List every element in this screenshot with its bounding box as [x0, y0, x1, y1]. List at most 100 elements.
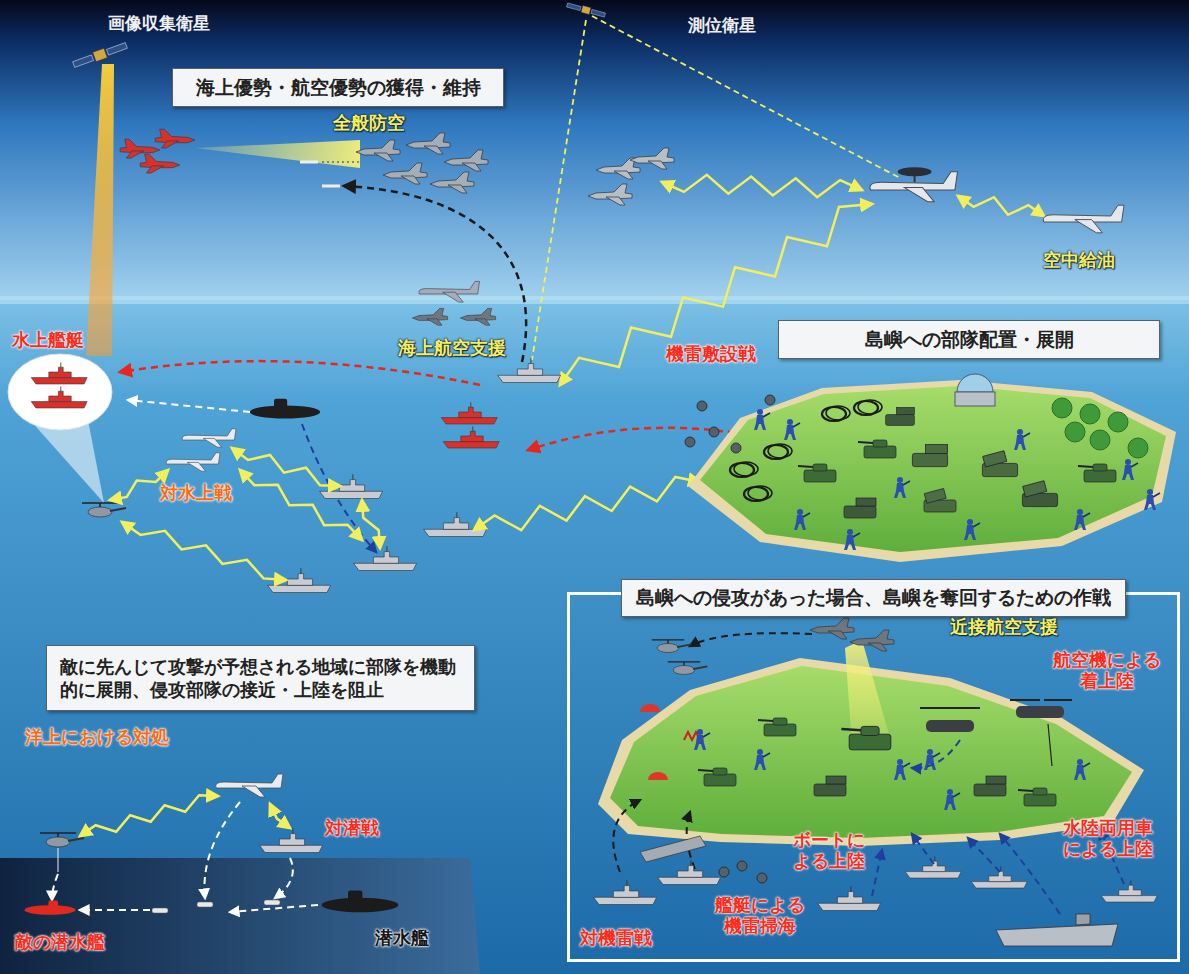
patrol-plane — [216, 774, 283, 797]
sensor-cone — [30, 420, 104, 503]
ship-mast — [1130, 880, 1131, 885]
callout-label: 水上艦艇 — [12, 330, 84, 351]
tree — [1080, 404, 1100, 424]
tank-gun — [1078, 466, 1093, 467]
soldier-head — [847, 529, 853, 535]
imaging-beam — [86, 64, 114, 356]
fighter-jet — [850, 630, 894, 651]
dashed-arrow — [912, 740, 960, 768]
soldier-body — [924, 755, 936, 770]
ship-superstructure — [613, 886, 638, 898]
missile — [322, 185, 340, 188]
soldier-rifle — [763, 753, 770, 757]
torpedo — [152, 908, 168, 913]
dashed-arrow — [128, 400, 250, 412]
soldier-head — [1125, 459, 1131, 465]
plane-wing — [242, 786, 265, 797]
sea-mine — [737, 861, 747, 871]
ship-hull — [996, 924, 1118, 946]
transport-helicopter — [1010, 700, 1072, 718]
vehicle-cab — [826, 776, 846, 784]
ship-mast — [850, 886, 851, 891]
engagement-cone — [195, 140, 360, 168]
soldier-head — [1077, 509, 1083, 515]
radar-building — [955, 392, 995, 406]
positioning-signal — [592, 16, 900, 178]
fighter-jet — [412, 308, 447, 325]
vehicle-hull — [764, 724, 796, 736]
vehicle-hull — [1024, 794, 1056, 806]
patrol-plane — [182, 429, 236, 447]
soldier-body — [784, 425, 796, 440]
truck — [814, 776, 846, 796]
datalink-zigzag — [110, 470, 168, 500]
heli-body — [657, 644, 679, 653]
dashed-arrow — [230, 904, 330, 912]
vehicle-hull — [844, 506, 876, 518]
ship-mast — [352, 474, 353, 479]
patrol-plane — [1043, 205, 1124, 233]
datalink-zigzag — [958, 196, 1044, 216]
tank-gun — [698, 770, 713, 771]
callout-label: 艦艇による機雷掃海 — [712, 895, 807, 936]
ship-superstructure — [837, 892, 862, 904]
soldier-head — [697, 729, 703, 735]
ship-mast — [60, 386, 61, 391]
dashed-arrow — [613, 800, 640, 872]
callout-label: ボートによる上陸 — [790, 830, 867, 871]
ship — [658, 860, 721, 884]
tank-gun — [798, 466, 813, 467]
ship-mast — [626, 880, 627, 885]
launcher — [924, 488, 956, 512]
heli-body — [88, 507, 112, 517]
sat-panel — [106, 43, 127, 55]
soldier-head — [757, 409, 763, 415]
sea-mine — [731, 443, 741, 453]
soldier-rifle — [903, 763, 910, 767]
dashed-arrow — [275, 858, 293, 898]
soldier-rifle — [1153, 493, 1160, 497]
ship-superstructure — [49, 367, 71, 377]
jet-wing — [448, 185, 467, 193]
soldier-body — [894, 483, 906, 498]
soldier-rifle — [903, 481, 910, 485]
ship-superstructure — [677, 866, 702, 878]
tank-turret — [773, 718, 787, 725]
heli-mast — [57, 833, 59, 837]
callout-label: 対機雷戦 — [580, 928, 652, 949]
truck — [844, 498, 876, 518]
vehicle-hull — [886, 415, 915, 426]
plane-wing — [904, 187, 934, 201]
soldier — [694, 729, 710, 750]
ship-superstructure — [443, 518, 468, 530]
ship-hull — [260, 845, 323, 852]
jet-wing — [475, 319, 490, 325]
datalink-zigzag — [122, 522, 286, 580]
ship — [1101, 880, 1157, 902]
sat-body — [581, 6, 591, 15]
submarine — [250, 399, 320, 419]
jet-wing — [401, 176, 420, 184]
soldier — [964, 519, 980, 540]
tiltrotor-body — [926, 720, 974, 732]
radar-dome — [957, 374, 993, 392]
soldier-head — [1017, 429, 1023, 435]
helicopter — [40, 833, 84, 847]
ship-superstructure — [287, 574, 312, 586]
soldier-body — [694, 735, 706, 750]
ship — [594, 880, 657, 904]
launcher-box — [1023, 481, 1047, 497]
soldier-rifle — [763, 413, 770, 417]
callout-label: 潜水艦 — [375, 928, 429, 949]
plane-wing — [203, 438, 221, 447]
ship-hull — [31, 378, 87, 384]
fighter-jet — [140, 154, 180, 173]
ship-mast — [386, 546, 387, 551]
ship-hull — [320, 491, 383, 498]
sat-body — [93, 48, 108, 62]
soldier-body — [754, 755, 766, 770]
sea-mine — [757, 873, 767, 883]
enemy-ship — [441, 402, 497, 424]
heli-tail — [677, 644, 691, 647]
